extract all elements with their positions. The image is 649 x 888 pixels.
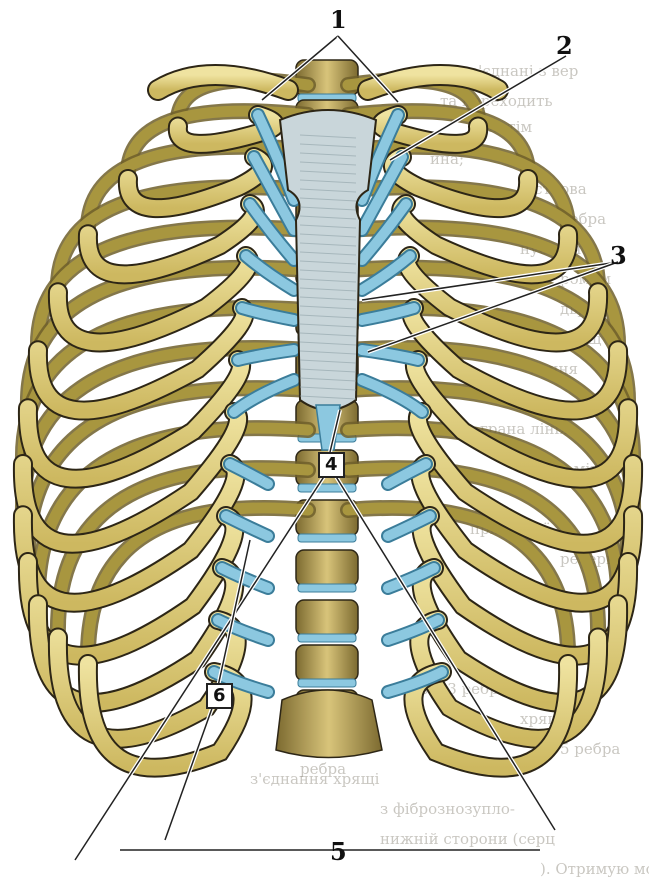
intervertebral-disc [298, 534, 356, 542]
label-6-infrasternal-angle: 6 [206, 683, 233, 709]
intervertebral-disc [298, 584, 356, 592]
lumbar-vertebra [276, 690, 382, 758]
label-4-xiphoid-process: 4 [318, 452, 345, 478]
sternum [280, 110, 376, 450]
vertebra [296, 550, 358, 586]
vertebra [296, 645, 358, 681]
intervertebral-disc [298, 484, 356, 492]
label-3-sternal-body: 3 [610, 244, 627, 268]
label-5-costal-arch: 5 [330, 840, 347, 864]
intervertebral-disc [298, 679, 356, 687]
label-1-clavicular-notch: 1 [330, 8, 347, 32]
label-2-manubrium: 2 [556, 34, 573, 58]
vertebra [296, 600, 358, 636]
intervertebral-disc [298, 634, 356, 642]
